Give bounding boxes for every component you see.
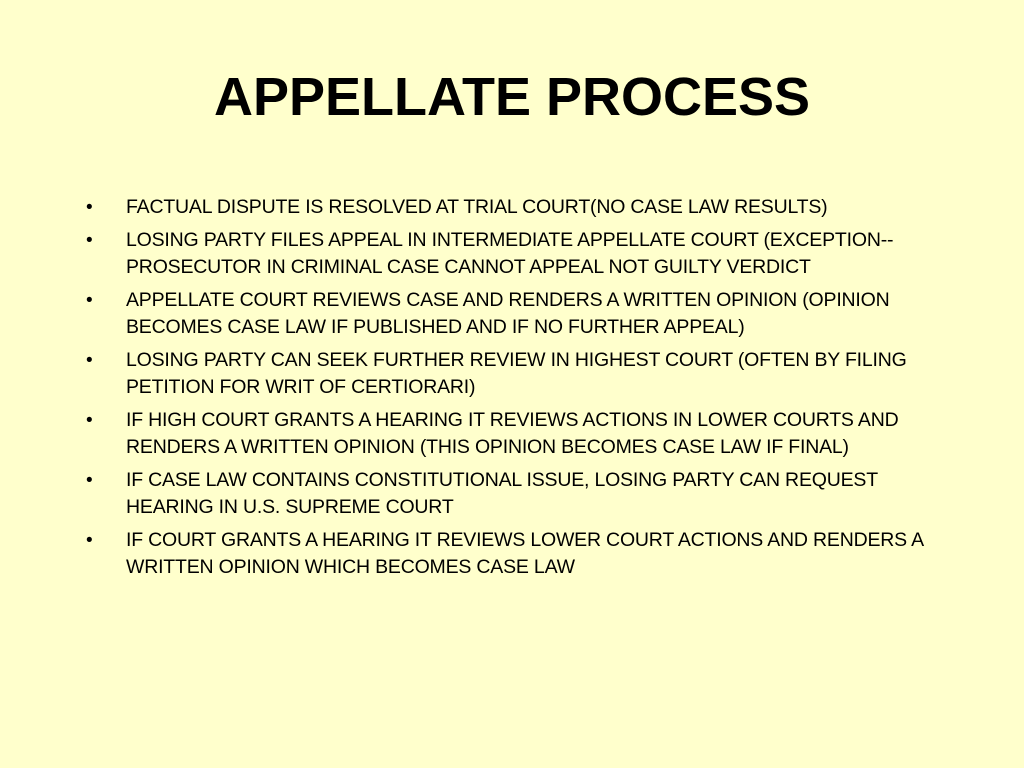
bullet-text: LOSING PARTY CAN SEEK FURTHER REVIEW IN … bbox=[126, 348, 907, 399]
bullet-text: IF COURT GRANTS A HEARING IT REVIEWS LOW… bbox=[126, 528, 923, 579]
bullet-item: • LOSING PARTY FILES APPEAL IN INTERMEDI… bbox=[86, 227, 956, 282]
bullet-item: • LOSING PARTY CAN SEEK FURTHER REVIEW I… bbox=[86, 347, 956, 402]
bullet-icon: • bbox=[86, 409, 93, 431]
bullet-text: FACTUAL DISPUTE IS RESOLVED AT TRIAL COU… bbox=[126, 196, 828, 218]
bullet-text: IF HIGH COURT GRANTS A HEARING IT REVIEW… bbox=[126, 408, 899, 459]
bullet-item: • IF HIGH COURT GRANTS A HEARING IT REVI… bbox=[86, 407, 956, 462]
bullet-text: LOSING PARTY FILES APPEAL IN INTERMEDIAT… bbox=[126, 228, 894, 279]
bullet-item: • IF COURT GRANTS A HEARING IT REVIEWS L… bbox=[86, 527, 956, 582]
bullet-list: • FACTUAL DISPUTE IS RESOLVED AT TRIAL C… bbox=[86, 194, 956, 587]
bullet-icon: • bbox=[86, 349, 93, 371]
bullet-item: • FACTUAL DISPUTE IS RESOLVED AT TRIAL C… bbox=[86, 194, 956, 222]
bullet-icon: • bbox=[86, 529, 93, 551]
bullet-item: • APPELLATE COURT REVIEWS CASE AND RENDE… bbox=[86, 287, 956, 342]
bullet-icon: • bbox=[86, 469, 93, 491]
bullet-text: APPELLATE COURT REVIEWS CASE AND RENDERS… bbox=[126, 288, 890, 339]
bullet-icon: • bbox=[86, 289, 93, 311]
bullet-text: IF CASE LAW CONTAINS CONSTITUTIONAL ISSU… bbox=[126, 468, 878, 519]
bullet-icon: • bbox=[86, 197, 93, 218]
bullet-icon: • bbox=[86, 229, 93, 251]
slide-title: APPELLATE PROCESS bbox=[213, 67, 811, 127]
bullet-item: • IF CASE LAW CONTAINS CONSTITUTIONAL IS… bbox=[86, 467, 956, 522]
